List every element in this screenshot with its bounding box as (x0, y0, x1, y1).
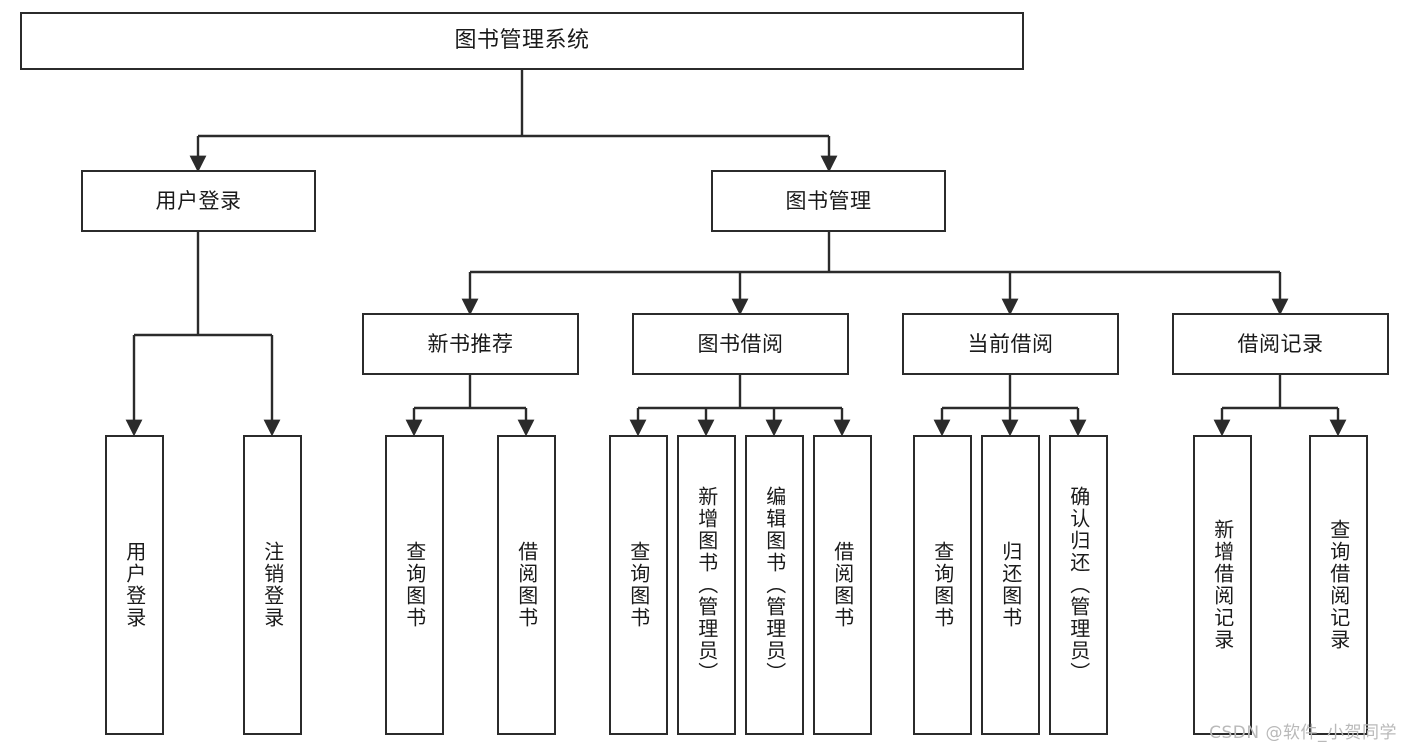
node-user-login-label: 用户登录 (155, 188, 242, 213)
leaf-edit-book[interactable]: 编辑图书（管理员） (745, 435, 804, 735)
leaf-query-book-2[interactable]: 查询图书 (609, 435, 668, 735)
leaf-query-book-1-label: 查询图书 (402, 541, 427, 629)
leaf-return-book-label: 归还图书 (998, 541, 1023, 629)
leaf-return-book[interactable]: 归还图书 (981, 435, 1040, 735)
csdn-watermark: CSDN @软件_小贺同学 (1209, 723, 1397, 743)
leaf-borrow-book-2-label: 借阅图书 (830, 541, 855, 629)
leaf-borrow-book-1-label: 借阅图书 (514, 541, 539, 629)
node-new-book-rec-label: 新书推荐 (427, 331, 514, 356)
leaf-query-book-2-label: 查询图书 (626, 541, 651, 629)
leaf-confirm-return[interactable]: 确认归还（管理员） (1049, 435, 1108, 735)
node-book-borrow[interactable]: 图书借阅 (632, 313, 849, 375)
node-book-manage[interactable]: 图书管理 (711, 170, 946, 232)
leaf-query-book-3[interactable]: 查询图书 (913, 435, 972, 735)
leaf-borrow-book-2[interactable]: 借阅图书 (813, 435, 872, 735)
leaf-user-login-label: 用户登录 (122, 541, 147, 629)
node-book-manage-label: 图书管理 (785, 188, 872, 213)
leaf-confirm-return-label: 确认归还（管理员） (1066, 486, 1091, 684)
leaf-query-book-1[interactable]: 查询图书 (385, 435, 444, 735)
node-root[interactable]: 图书管理系统 (20, 12, 1024, 70)
leaf-add-book[interactable]: 新增图书（管理员） (677, 435, 736, 735)
leaf-edit-book-label: 编辑图书（管理员） (762, 486, 787, 684)
node-current-borrow-label: 当前借阅 (967, 331, 1054, 356)
leaf-add-record[interactable]: 新增借阅记录 (1193, 435, 1252, 735)
leaf-add-book-label: 新增图书（管理员） (694, 486, 719, 684)
node-book-borrow-label: 图书借阅 (697, 331, 784, 356)
leaf-query-record[interactable]: 查询借阅记录 (1309, 435, 1368, 735)
leaf-logout-label: 注销登录 (260, 541, 285, 629)
leaf-user-login[interactable]: 用户登录 (105, 435, 164, 735)
leaf-query-book-3-label: 查询图书 (930, 541, 955, 629)
node-current-borrow[interactable]: 当前借阅 (902, 313, 1119, 375)
node-root-label: 图书管理系统 (454, 28, 590, 54)
leaf-add-record-label: 新增借阅记录 (1210, 519, 1235, 651)
leaf-logout[interactable]: 注销登录 (243, 435, 302, 735)
node-borrow-record-label: 借阅记录 (1237, 331, 1324, 356)
node-user-login[interactable]: 用户登录 (81, 170, 316, 232)
node-borrow-record[interactable]: 借阅记录 (1172, 313, 1389, 375)
node-new-book-rec[interactable]: 新书推荐 (362, 313, 579, 375)
leaf-query-record-label: 查询借阅记录 (1326, 519, 1351, 651)
leaf-borrow-book-1[interactable]: 借阅图书 (497, 435, 556, 735)
